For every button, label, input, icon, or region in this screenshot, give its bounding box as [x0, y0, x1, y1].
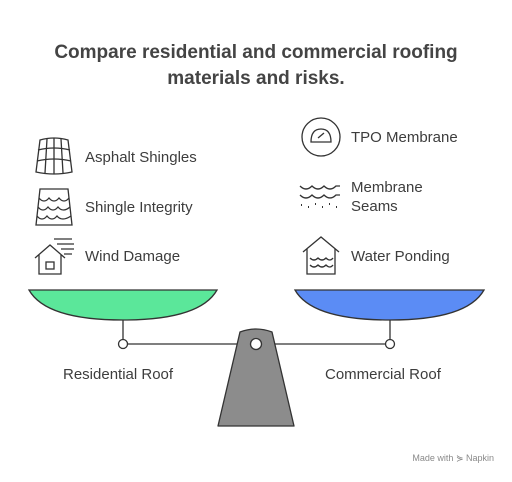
- house-wind-icon: [34, 238, 74, 275]
- scale-pattern-icon: [35, 188, 73, 226]
- membrane-dome-icon: [301, 117, 341, 157]
- commercial-roof-label: Commercial Roof: [325, 366, 441, 383]
- right-item-water-ponding: Water Ponding: [351, 248, 450, 265]
- right-pan: [293, 289, 486, 321]
- seam-waves-icon: [299, 185, 340, 208]
- left-item-asphalt-shingles: Asphalt Shingles: [85, 149, 197, 166]
- scale-stand: [217, 328, 295, 427]
- residential-roof-label: Residential Roof: [63, 366, 174, 383]
- left-item-shingle-integrity: Shingle Integrity: [85, 199, 193, 216]
- napkin-watermark: Made with ⋟ Napkin: [412, 453, 494, 463]
- left-item-wind-damage: Wind Damage: [85, 248, 181, 265]
- page-title: Compare residential and commercial roofi…: [54, 42, 458, 89]
- house-water-icon: [302, 236, 340, 275]
- right-item-membrane-seams: Membrane Seams: [351, 179, 423, 215]
- roof-tiles-icon: [35, 137, 73, 175]
- left-pan: [27, 289, 219, 321]
- right-item-tpo-membrane: TPO Membrane: [351, 129, 458, 146]
